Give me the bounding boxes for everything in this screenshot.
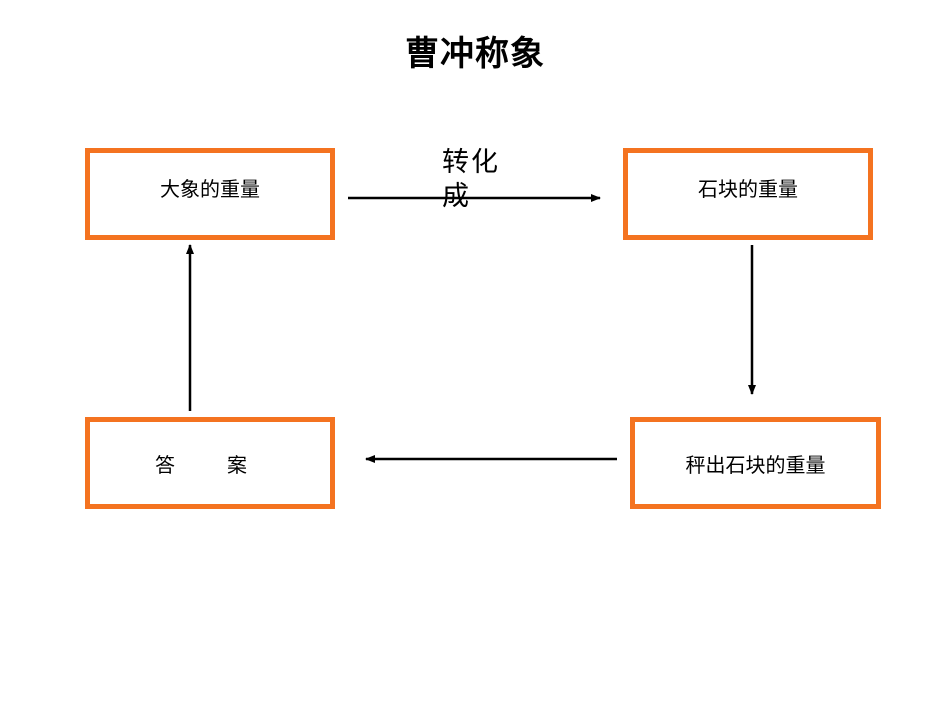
node-answer: 答 案 xyxy=(85,417,335,509)
node-answer-label-right: 案 xyxy=(227,452,247,477)
edge-label-convert: 转化成 xyxy=(442,147,500,212)
node-weigh-stones-label: 秤出石块的重量 xyxy=(685,452,826,477)
node-stone-weight-label: 石块的重量 xyxy=(698,176,798,201)
diagram-title: 曹冲称象 xyxy=(405,34,545,74)
node-weigh-stones: 秤出石块的重量 xyxy=(630,417,881,509)
node-elephant-weight-label: 大象的重量 xyxy=(160,176,260,201)
node-stone-weight: 石块的重量 xyxy=(623,148,873,240)
node-answer-label-left: 答 xyxy=(155,452,175,477)
node-elephant-weight: 大象的重量 xyxy=(85,148,335,240)
